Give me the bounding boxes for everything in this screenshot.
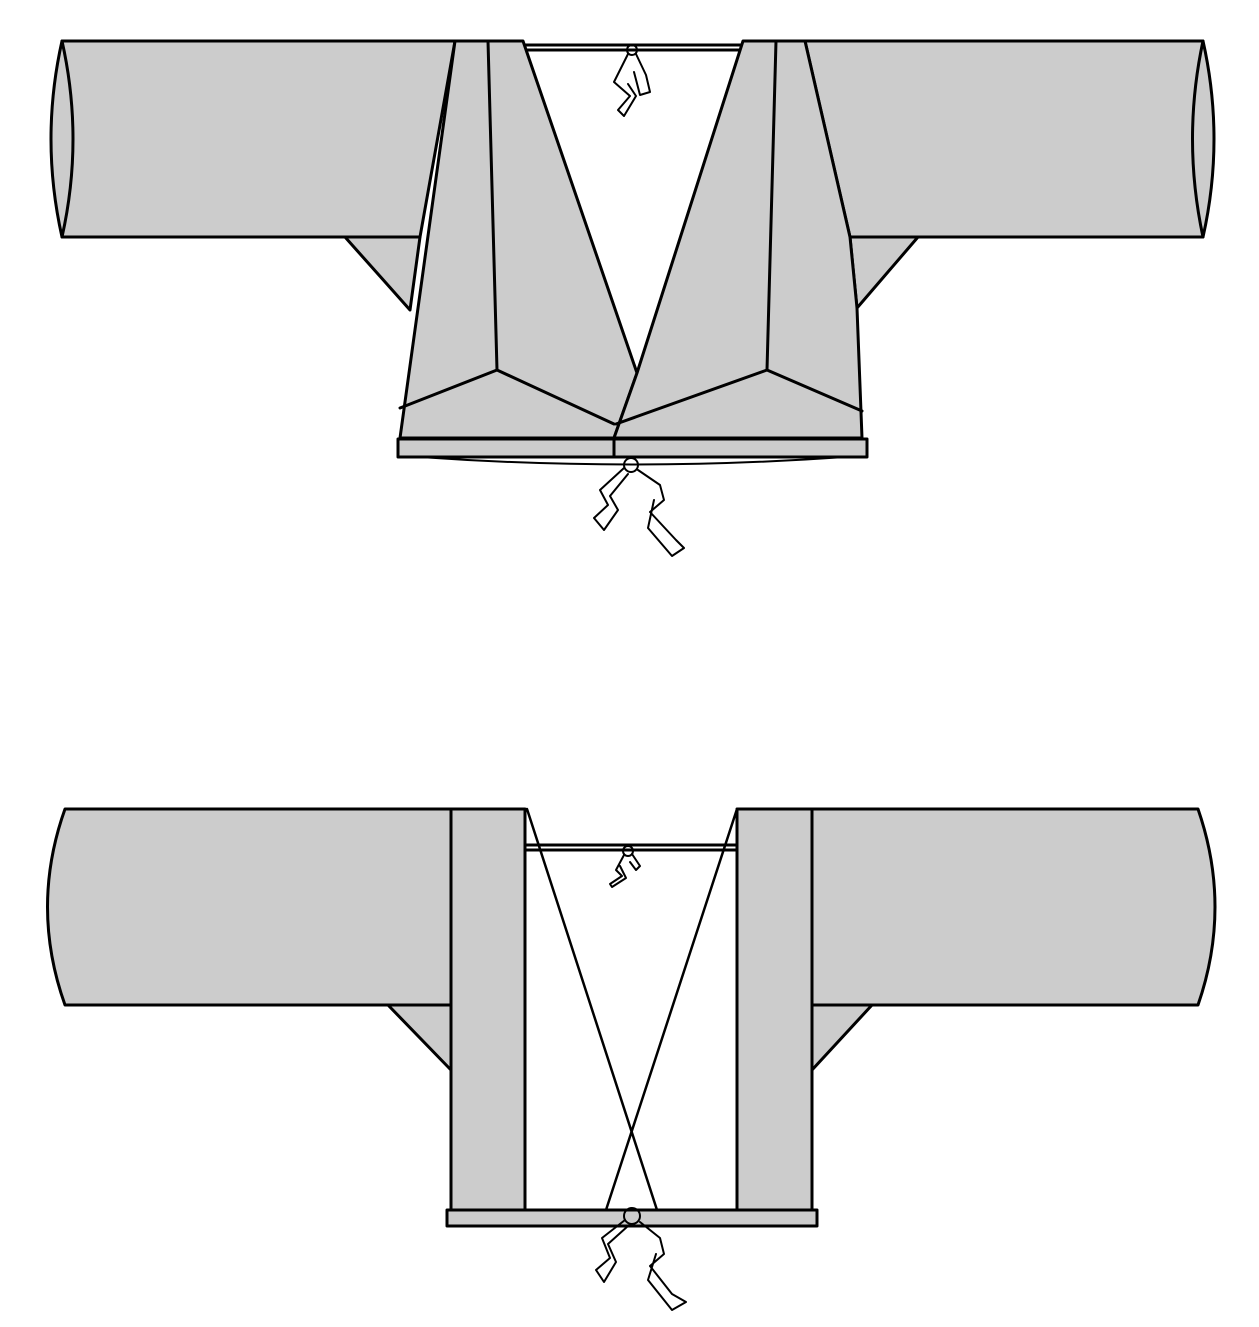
- left-front-panel-open: [449, 807, 527, 1212]
- right-front-panel: [612, 39, 864, 440]
- left-hem-fold: [398, 368, 499, 410]
- left-sleeve-cuff-edge: [60, 39, 75, 239]
- left-sleeve-open: [46, 807, 453, 1007]
- open-garment-figure: [46, 807, 1217, 1311]
- right-hem-fold: [614, 368, 769, 426]
- left-sleeve: [49, 39, 457, 239]
- right-sleeve-open: [810, 807, 1217, 1007]
- right-underarm-gusset-open: [810, 1003, 874, 1072]
- neck-tie-open: [609, 845, 641, 888]
- hem-band-underside: [419, 456, 846, 466]
- right-sleeve-cuff-edge: [1191, 39, 1205, 239]
- hem-tie-open: [595, 1207, 687, 1311]
- left-collar-edge: [525, 807, 659, 1212]
- hem-tie: [593, 457, 685, 557]
- hem-band: [396, 437, 869, 459]
- left-underarm-gusset-open: [386, 1003, 453, 1072]
- right-front-panel-open: [735, 807, 814, 1212]
- right-sleeve: [803, 39, 1216, 239]
- hem-band-open: [445, 1208, 819, 1228]
- right-underarm-gusset: [848, 235, 920, 310]
- right-collar-edge: [604, 807, 739, 1212]
- closed-garment-figure: [49, 39, 1216, 557]
- neck-tie: [613, 44, 651, 117]
- left-underarm-gusset: [343, 235, 422, 312]
